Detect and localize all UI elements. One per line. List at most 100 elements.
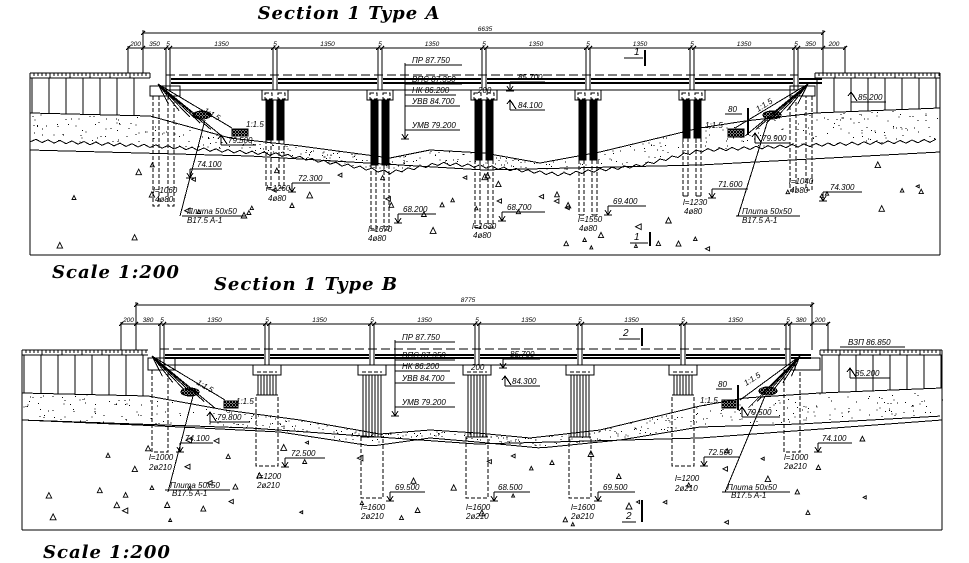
gravel-symbol xyxy=(96,486,104,494)
sand-dot xyxy=(912,405,914,407)
sand-dot xyxy=(345,438,347,440)
sand-dot xyxy=(91,140,93,142)
span-dimension-label: 350 xyxy=(149,41,160,48)
sand-dot xyxy=(726,138,728,140)
sand-dot xyxy=(469,433,471,435)
sand-dot xyxy=(512,159,514,161)
span-dimension-label: 1350 xyxy=(529,41,544,48)
cone-fan-line xyxy=(151,355,215,409)
sand-dot xyxy=(834,123,835,124)
pile-tip-label: 68.200 xyxy=(403,205,428,214)
pile-outline xyxy=(465,436,489,499)
sand-dot xyxy=(848,132,850,134)
sand-dot xyxy=(280,152,282,153)
sand-dot xyxy=(355,431,357,433)
sand-dot xyxy=(285,420,287,422)
sand-dot xyxy=(870,138,871,140)
sand-dot xyxy=(241,147,243,149)
sand-dot xyxy=(172,401,174,403)
sand-dot xyxy=(696,413,698,415)
sand-dot xyxy=(642,143,644,145)
pier-cap-socket xyxy=(382,92,391,100)
soil-layer-wavy-line xyxy=(21,415,941,449)
sand-dot xyxy=(828,397,830,399)
sand-dot xyxy=(258,428,260,430)
gravel-symbol xyxy=(704,245,711,252)
sand-dot xyxy=(798,123,800,125)
sand-dot xyxy=(720,409,722,411)
sand-dot xyxy=(447,162,449,164)
sand-dot xyxy=(464,433,466,435)
gravel-symbol xyxy=(723,519,729,525)
sand-dot xyxy=(37,403,39,405)
sand-dot xyxy=(208,137,210,139)
left-slab-spec-label: B17.5 A-1 xyxy=(172,489,207,498)
sand-dot xyxy=(496,436,498,438)
sand-dot xyxy=(354,154,356,156)
pile-spec-label: 2ø210 xyxy=(465,512,489,521)
sand-dot xyxy=(222,424,224,426)
sand-dot xyxy=(415,436,417,437)
sand-dot xyxy=(485,162,487,164)
sand-dot xyxy=(130,122,132,124)
sand-dot xyxy=(534,162,536,164)
level-marker-arrow xyxy=(401,133,409,140)
sand-dot xyxy=(867,138,869,140)
pier-column xyxy=(265,99,270,141)
pier-column xyxy=(593,99,598,161)
sand-dot xyxy=(179,136,181,137)
sand-dot xyxy=(630,423,632,424)
sand-dot xyxy=(30,396,32,398)
sand-dot xyxy=(307,156,309,158)
pier-column xyxy=(370,99,375,166)
level-marker-slash xyxy=(509,99,517,110)
sand-dot xyxy=(930,411,932,413)
sand-dot xyxy=(402,435,404,437)
sand-dot xyxy=(411,165,413,167)
sand-dot xyxy=(879,407,881,409)
sand-dot xyxy=(648,142,650,144)
design-level-label: ПР 87.750 xyxy=(412,56,450,65)
dimension-tick xyxy=(133,302,139,308)
gravel-symbol xyxy=(615,472,622,479)
sand-dot xyxy=(876,115,878,117)
sand-dot xyxy=(421,435,423,437)
sand-dot xyxy=(352,156,354,158)
sand-dot xyxy=(674,418,676,420)
span-dimension-label: 200 xyxy=(814,317,826,324)
sand-dot xyxy=(369,165,371,167)
sand-dot xyxy=(71,118,73,120)
gravel-symbol xyxy=(478,508,486,517)
pier-cap xyxy=(252,364,282,376)
toe-stop xyxy=(727,128,745,138)
sand-dot xyxy=(795,401,797,403)
sand-dot xyxy=(549,164,551,166)
sand-dot xyxy=(706,141,707,143)
cap-level-mark: 84.300 xyxy=(512,377,537,386)
pile-spec-label: 4ø80 xyxy=(473,231,492,240)
gravel-symbol xyxy=(388,201,395,208)
sand-dot xyxy=(328,161,330,163)
pile-tip-label: 72.500 xyxy=(291,449,316,458)
gravel-symbol xyxy=(356,454,364,462)
sand-dot xyxy=(64,399,66,401)
sand-dot xyxy=(505,160,507,162)
span-dimension-label: 1350 xyxy=(214,41,229,48)
gravel-symbol xyxy=(228,498,234,505)
pile-tip-label: 69.500 xyxy=(395,483,420,492)
sand-dot xyxy=(848,407,850,409)
gravel-symbol xyxy=(131,233,138,241)
left-cone-level-label: 79.500 xyxy=(228,136,253,145)
gravel-symbol xyxy=(240,211,248,219)
sand-dot xyxy=(813,138,815,140)
gravel-symbol xyxy=(131,465,139,473)
sand-dot xyxy=(667,426,669,428)
sand-dot xyxy=(378,163,380,165)
sand-dot xyxy=(105,128,107,130)
sand-dot xyxy=(843,113,845,114)
sand-dot xyxy=(682,142,684,144)
span-dimension-label: 5 xyxy=(378,41,382,48)
sand-dot xyxy=(598,431,600,433)
